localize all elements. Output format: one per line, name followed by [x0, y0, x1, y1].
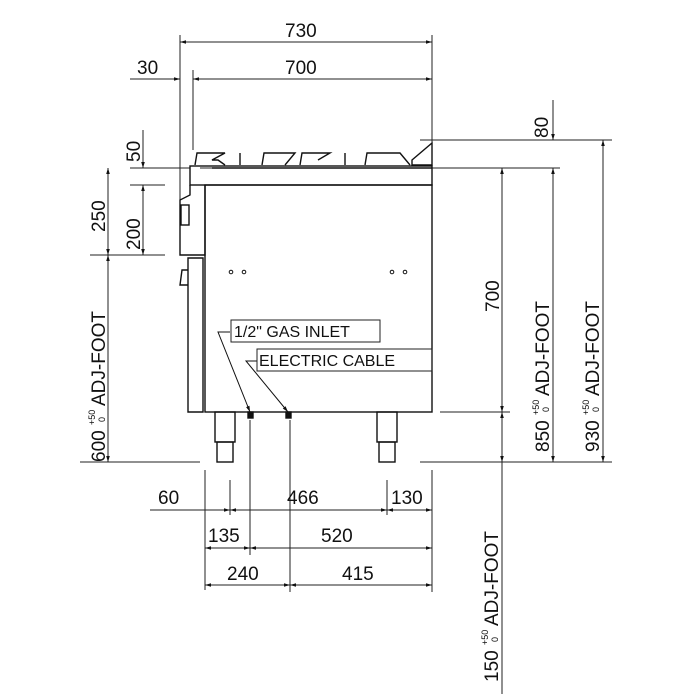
svg-text:600: 600 — [89, 430, 110, 462]
door-handle — [179, 269, 188, 286]
svg-text:150: 150 — [482, 650, 503, 682]
svg-text:ADJ-FOOT: ADJ-FOOT — [482, 531, 503, 626]
electric-cable-box — [256, 348, 433, 372]
oven-door — [187, 257, 204, 413]
electric-cable-label: ELECTRIC CABLE — [259, 353, 395, 370]
adjustable-foot-right — [376, 411, 398, 463]
dim-600-adj-foot: 600 +50 0 ADJ-FOOT — [87, 311, 110, 462]
svg-text:0: 0 — [490, 637, 500, 642]
gas-inlet-point — [247, 411, 254, 419]
dim-135: 135 — [208, 526, 240, 547]
svg-text:0: 0 — [541, 407, 551, 412]
dim-60: 60 — [158, 488, 179, 509]
dim-930-adj-foot: 930 +50 0 ADJ-FOOT — [581, 301, 604, 452]
dim-850-adj-foot: 850 +50 0 ADJ-FOOT — [531, 301, 554, 452]
svg-text:930: 930 — [583, 420, 604, 452]
dimension-lines — [106, 40, 605, 694]
gas-inlet-label: 1/2" GAS INLET — [234, 324, 350, 341]
dim-200: 200 — [124, 218, 145, 250]
control-panel — [179, 185, 206, 256]
oven-body — [204, 184, 433, 413]
dim-240: 240 — [227, 564, 259, 585]
dim-466: 466 — [287, 488, 319, 509]
upstand — [411, 141, 433, 166]
adjustable-foot-left — [214, 411, 236, 463]
dim-700-width: 700 — [285, 58, 317, 79]
svg-text:+50: +50 — [581, 400, 591, 415]
appliance-side-view — [179, 141, 433, 463]
worktop — [189, 165, 433, 186]
svg-text:ADJ-FOOT: ADJ-FOOT — [533, 301, 554, 396]
dim-50: 50 — [124, 141, 145, 162]
dim-730: 730 — [285, 21, 317, 42]
dim-700-height: 700 — [483, 280, 504, 312]
svg-text:0: 0 — [591, 407, 601, 412]
svg-text:850: 850 — [533, 420, 554, 452]
svg-text:+50: +50 — [480, 630, 490, 645]
dim-150-adj-foot: 150 +50 0 ADJ-FOOT — [480, 531, 503, 682]
dim-250: 250 — [89, 200, 110, 232]
svg-text:+50: +50 — [531, 400, 541, 415]
vent-holes — [228, 269, 408, 275]
dim-520: 520 — [321, 526, 353, 547]
svg-text:0: 0 — [97, 417, 107, 422]
dim-130: 130 — [391, 488, 423, 509]
svg-text:+50: +50 — [87, 410, 97, 425]
dim-80: 80 — [532, 117, 553, 138]
cable-point — [285, 411, 292, 419]
burner-grates — [194, 152, 411, 166]
svg-text:ADJ-FOOT: ADJ-FOOT — [583, 301, 604, 396]
dim-415: 415 — [342, 564, 374, 585]
dim-30: 30 — [137, 58, 158, 79]
svg-text:ADJ-FOOT: ADJ-FOOT — [89, 311, 110, 406]
control-knob — [180, 204, 190, 226]
gas-inlet-box — [230, 319, 381, 343]
